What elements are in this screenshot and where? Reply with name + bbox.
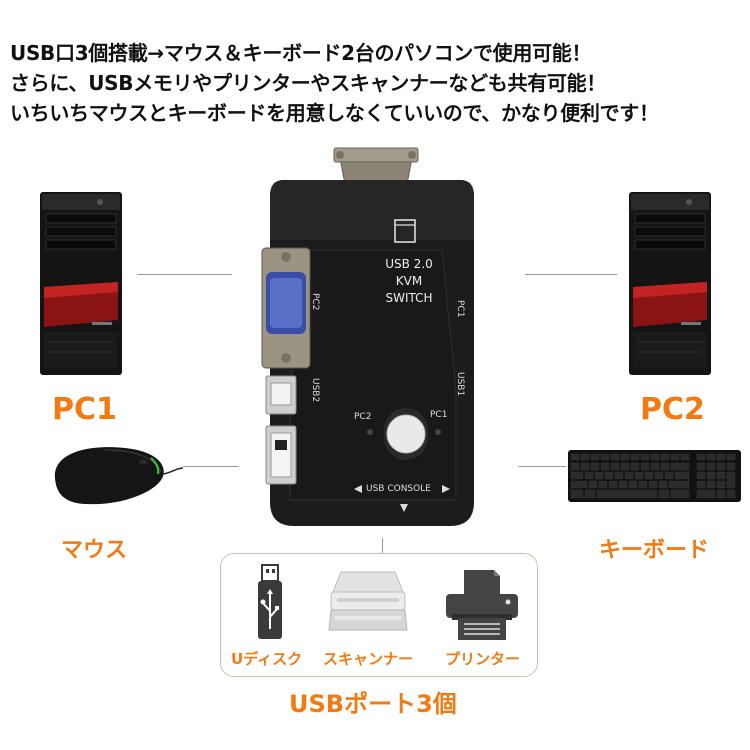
pc2-label: PC2 xyxy=(640,392,705,427)
keyboard-icon xyxy=(568,450,741,502)
printer-icon xyxy=(446,570,518,640)
usb-drive-icon xyxy=(258,564,282,639)
connector-usb-box xyxy=(382,538,383,553)
kvm-title: USB 2.0 KVM SWITCH xyxy=(374,256,444,307)
kvm-title-line-2: KVM SWITCH xyxy=(385,274,433,305)
usb-device-label-scanner: スキャンナー xyxy=(323,650,414,668)
connector-pc2 xyxy=(525,274,617,275)
pc1-label: PC1 xyxy=(52,392,117,427)
kvm-body-icon xyxy=(261,147,474,526)
kvm-console-label: USB CONSOLE xyxy=(366,484,431,494)
connector-pc1 xyxy=(137,274,232,275)
headline-line-1: USB口3個搭載→マウス＆キーボード2台のパソコンで使用可能！ xyxy=(10,41,592,65)
mouse-icon xyxy=(54,447,184,505)
keyboard-label: キーボード xyxy=(599,538,710,563)
kvm-switch: USB 2.0 KVM SWITCH PC2 PC1 USB2 USB1 PC2… xyxy=(242,140,502,540)
connector-mouse xyxy=(183,466,239,467)
usb-device-label-printer: プリンター xyxy=(445,650,521,668)
pc-tower-right-icon xyxy=(629,192,711,375)
mouse-label: マウス xyxy=(61,538,128,563)
kvm-led-pc1-label: PC1 xyxy=(430,410,448,420)
headline-line-2: さらに、USBメモリやプリンターやスキャンナーなども共有可能！ xyxy=(10,71,606,95)
kvm-title-line-1: USB 2.0 xyxy=(385,257,433,271)
scanner-icon xyxy=(328,571,408,631)
kvm-side-usb1: USB1 xyxy=(455,372,465,397)
kvm-side-pc1: PC1 xyxy=(455,300,465,318)
usb-device-label-udisk: Uディスク xyxy=(231,650,303,668)
usb-ports-label: USBポート3個 xyxy=(289,690,457,718)
pc-tower-left-icon xyxy=(40,192,122,375)
kvm-side-usb2: USB2 xyxy=(310,378,320,403)
headline-line-3: いちいちマウスとキーボードを用意しなくていいので、かなり便利です！ xyxy=(10,101,659,125)
kvm-led-pc2-label: PC2 xyxy=(354,412,372,422)
headline: USB口3個搭載→マウス＆キーボード2台のパソコンで使用可能！ さらに、USBメ… xyxy=(10,38,745,128)
kvm-side-pc2: PC2 xyxy=(310,293,320,311)
connector-keyboard xyxy=(518,466,566,467)
